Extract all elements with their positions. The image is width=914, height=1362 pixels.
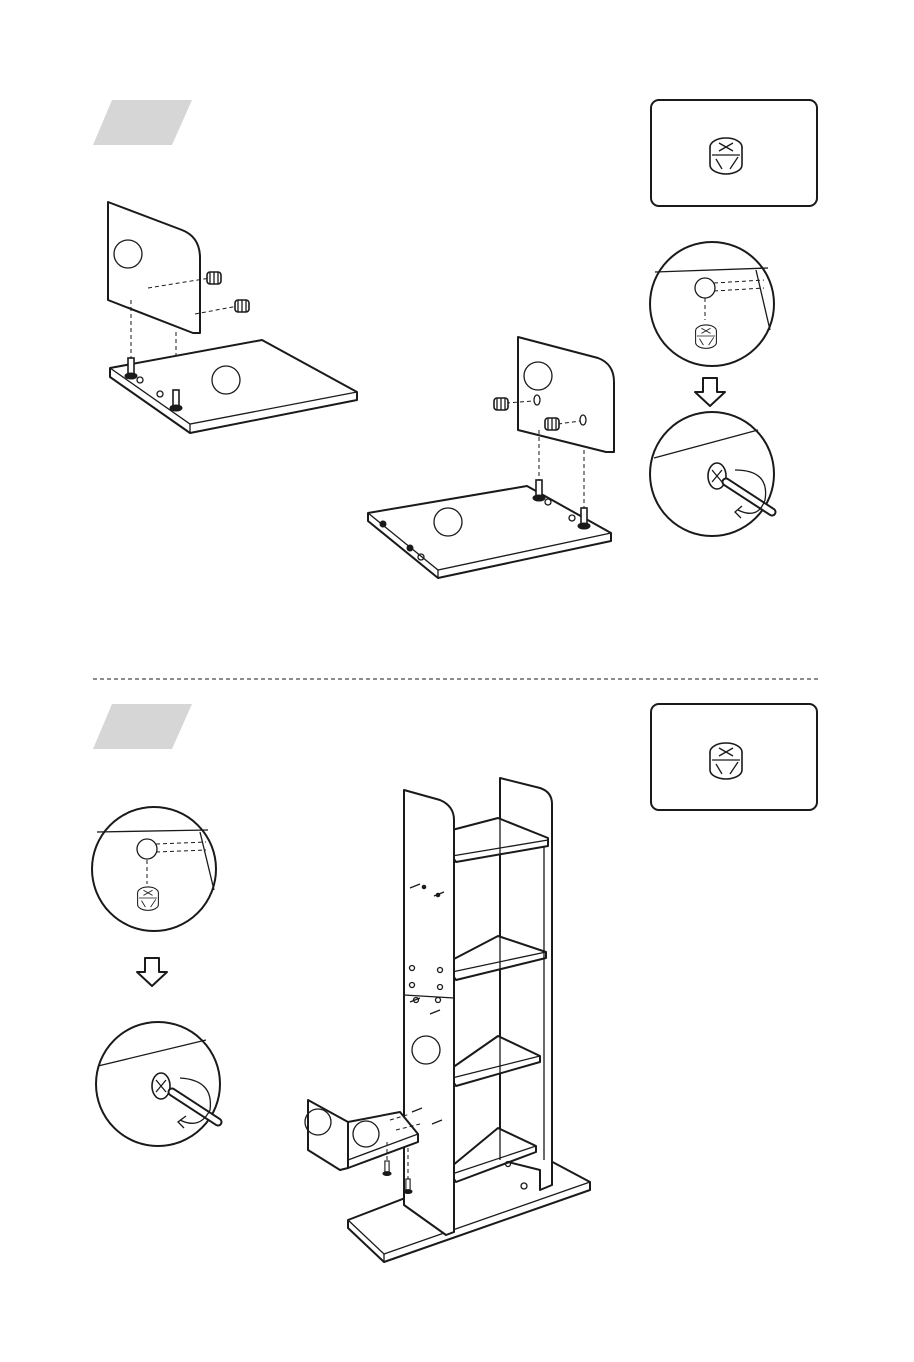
step-2-section — [92, 704, 817, 1262]
step-1-tab — [93, 100, 192, 145]
cam-lock-icon — [710, 138, 742, 174]
cam-lock-tighten-detail — [96, 1022, 220, 1146]
step-2-tab — [93, 704, 192, 749]
step-1-section — [93, 100, 817, 578]
step-1-hardware-box — [651, 100, 817, 206]
base-panel-right — [368, 480, 611, 578]
step-2-hardware-box — [651, 704, 817, 810]
base-panel-left — [110, 340, 357, 433]
cam-lock-icon — [710, 743, 742, 779]
cam-lock-insert-detail — [92, 807, 216, 931]
cam-lock-insert-detail — [650, 242, 774, 366]
side-panel-right — [494, 337, 614, 510]
down-arrow-icon — [695, 378, 725, 406]
bookshelf-assembly — [305, 778, 590, 1262]
down-arrow-icon — [137, 958, 167, 986]
cam-lock-tighten-detail — [650, 412, 774, 536]
